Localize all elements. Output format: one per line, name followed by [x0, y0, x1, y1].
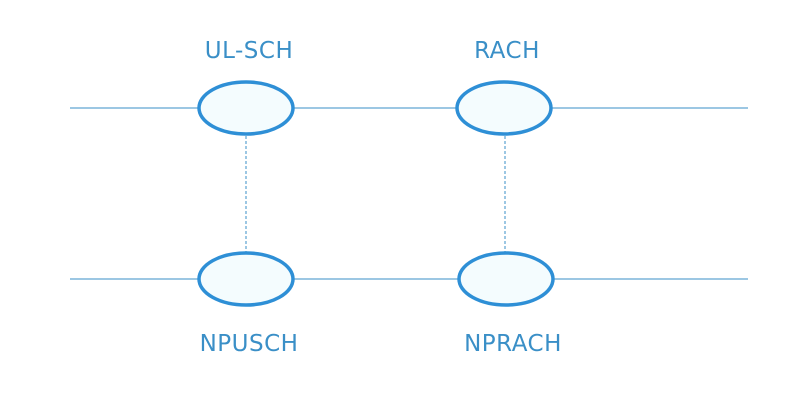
npusch-node	[197, 251, 295, 307]
rach-node	[455, 80, 553, 136]
npusch-label: NPUSCH	[200, 331, 299, 357]
rach-label: RACH	[474, 38, 540, 64]
ul-sch-node	[197, 80, 295, 136]
nprach-label: NPRACH	[464, 331, 562, 357]
nprach-node	[457, 251, 555, 307]
ul-sch-label: UL-SCH	[205, 38, 294, 64]
